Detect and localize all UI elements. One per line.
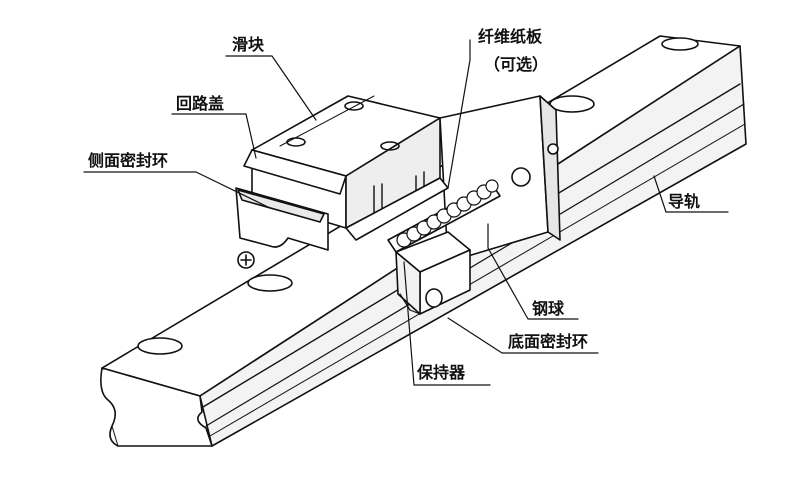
leader-side-seal (83, 171, 271, 209)
leader-steel-ball (487, 223, 579, 320)
leader-rail (653, 175, 729, 213)
return-cap (243, 149, 347, 195)
side-seal-face (237, 189, 325, 223)
label-steel-ball: 钢球 (532, 299, 565, 318)
plate-hole (511, 167, 531, 187)
leader-paper-plate (447, 39, 471, 189)
paper-plate (439, 95, 549, 263)
leader-retainer (403, 261, 491, 386)
leader-bottom-seal (447, 317, 599, 354)
rail-bolt-hole (247, 274, 293, 292)
label-paper-plate: 纤维纸板 (478, 27, 543, 46)
bottom-block-hole (425, 288, 443, 308)
bottom-seal-block (395, 231, 471, 315)
label-bottom-seal: 底面密封环 (508, 332, 589, 351)
rail-bolt-hole (661, 37, 699, 51)
plate-hole (547, 143, 559, 155)
label-side-seal: 侧面密封环 (88, 151, 169, 170)
rail-groove-lower (205, 103, 745, 427)
side-seal (235, 187, 329, 269)
label-paper-plate-optional: （可选） (484, 55, 549, 74)
leader-return-cap (171, 113, 257, 159)
steel-balls (387, 179, 501, 253)
rail-top-face (101, 35, 741, 397)
end-plate (345, 95, 561, 263)
label-slider: 滑块 (232, 35, 265, 54)
label-return-cap: 回路盖 (176, 94, 225, 113)
leader-slider (225, 55, 317, 121)
rail-end-profile (100, 367, 213, 447)
slider-bolt-hole (380, 141, 400, 151)
leader-lines (83, 39, 729, 386)
slider-bolt-hole (344, 101, 364, 111)
label-retainer: 保持器 (417, 363, 466, 382)
label-rail: 导轨 (668, 192, 701, 211)
rail-bolt-hole (137, 337, 183, 355)
